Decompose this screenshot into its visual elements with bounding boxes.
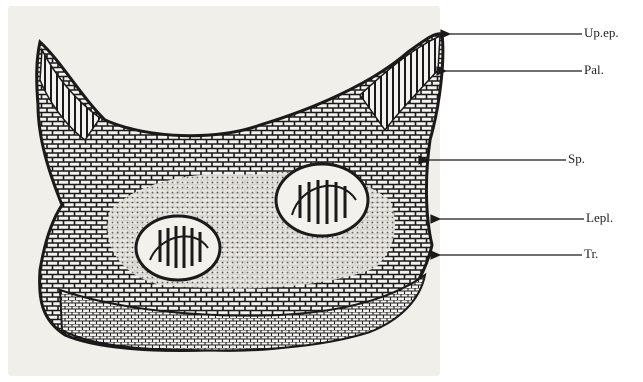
label-tr: Tr. xyxy=(584,246,598,262)
label-sp: Sp. xyxy=(568,151,585,167)
vascular-bundle-right xyxy=(276,164,368,236)
label-lepl: Lepl. xyxy=(586,210,613,226)
label-pal: Pal. xyxy=(584,62,604,78)
label-up-ep: Up.ep. xyxy=(584,25,619,41)
